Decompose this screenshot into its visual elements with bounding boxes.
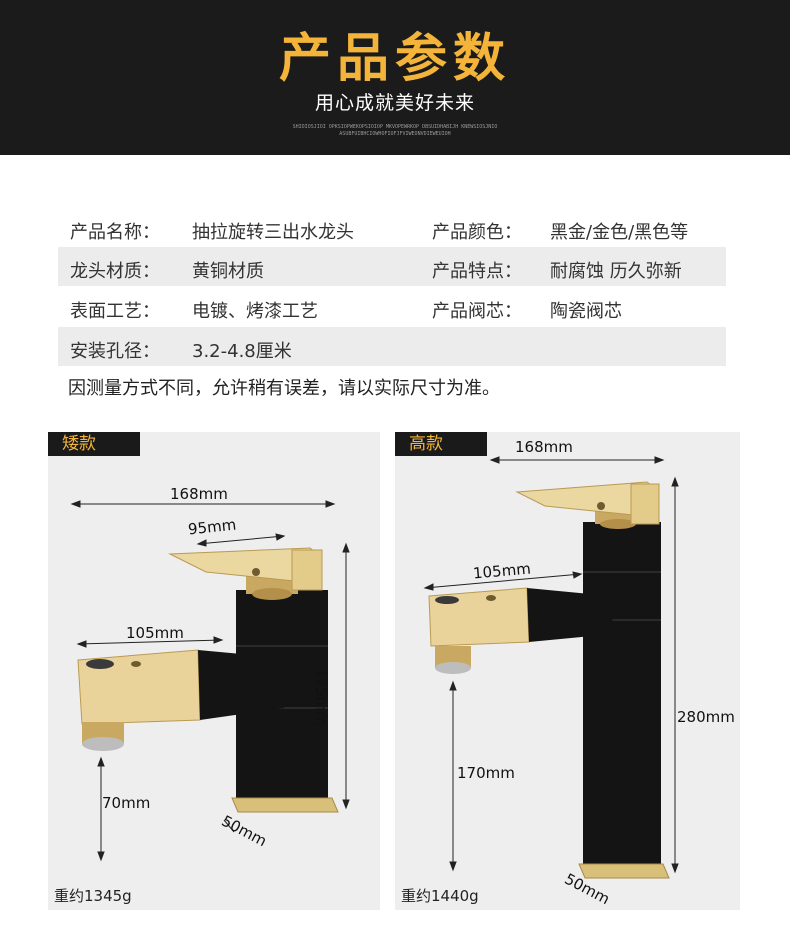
page-title: 产品参数 bbox=[278, 29, 511, 89]
page-subtitle: 用心成就美好未来 bbox=[314, 92, 475, 114]
tall-faucet-illustration bbox=[423, 456, 679, 879]
spec-row: 龙头材质： 黄铜材质 产品特点： 耐腐蚀 历久弥新 bbox=[58, 247, 726, 286]
dim-total-length: 168mm bbox=[170, 485, 228, 503]
dim-clearance: 70mm bbox=[102, 794, 151, 812]
spec-label: 产品颜色： bbox=[432, 222, 522, 243]
model-tag-tall: 高款 bbox=[395, 432, 487, 456]
dim-height: 280mm bbox=[677, 708, 735, 726]
spec-value: 陶瓷阀芯 bbox=[550, 301, 622, 322]
tall-model-panel: 高款 168mm 105mm 280mm 170mm 50mm 重约1440g bbox=[395, 432, 740, 910]
decorative-text-line-2: ASUBFUIBHCIOWHOFIOFJFVIWEONVDIEWEUIOH bbox=[339, 131, 451, 137]
short-model-panel: 矮款 168mm 95mm 105mm 175mm 70mm 50mm 重约13… bbox=[48, 432, 380, 910]
spec-label: 安装孔径： bbox=[70, 341, 160, 362]
spec-label: 产品阀芯： bbox=[432, 301, 522, 322]
dim-clearance: 170mm bbox=[457, 764, 515, 782]
measurement-note: 因测量方式不同，允许稍有误差，请以实际尺寸为准。 bbox=[68, 378, 500, 399]
weight-label: 重约1345g bbox=[54, 887, 132, 905]
spec-value: 抽拉旋转三出水龙头 bbox=[192, 222, 354, 243]
spec-value: 电镀、烤漆工艺 bbox=[192, 301, 318, 322]
spec-value: 黄铜材质 bbox=[192, 261, 264, 282]
weight-label: 重约1440g bbox=[401, 887, 479, 905]
header-banner: 产品参数 用心成就美好未来 SHIOIOSJIOI OPKSIOPWEKOPSI… bbox=[0, 0, 790, 155]
spec-row: 安装孔径： 3.2-4.8厘米 bbox=[58, 327, 726, 366]
spec-label: 产品特点： bbox=[432, 261, 522, 282]
spec-row: 产品名称： 抽拉旋转三出水龙头 产品颜色： 黑金/金色/黑色等 bbox=[58, 208, 726, 247]
dim-height: 175mm bbox=[312, 668, 330, 726]
spec-row: 表面工艺： 电镀、烤漆工艺 产品阀芯： 陶瓷阀芯 bbox=[58, 287, 726, 326]
spec-label: 表面工艺： bbox=[70, 301, 160, 322]
dim-spout: 105mm bbox=[126, 624, 184, 642]
spec-value: 黑金/金色/黑色等 bbox=[550, 222, 689, 243]
spec-label: 产品名称： bbox=[70, 222, 160, 243]
spec-value: 3.2-4.8厘米 bbox=[192, 341, 292, 362]
dim-total-length: 168mm bbox=[515, 438, 573, 456]
model-tag-short: 矮款 bbox=[48, 432, 140, 456]
short-faucet-illustration bbox=[70, 500, 350, 862]
spec-label: 龙头材质： bbox=[70, 261, 160, 282]
spec-value: 耐腐蚀 历久弥新 bbox=[550, 261, 682, 282]
decorative-text-line-1: SHIOIOSJIOI OPKSIOPWEKOPSIOIOP MKVOPEWRK… bbox=[292, 124, 498, 130]
